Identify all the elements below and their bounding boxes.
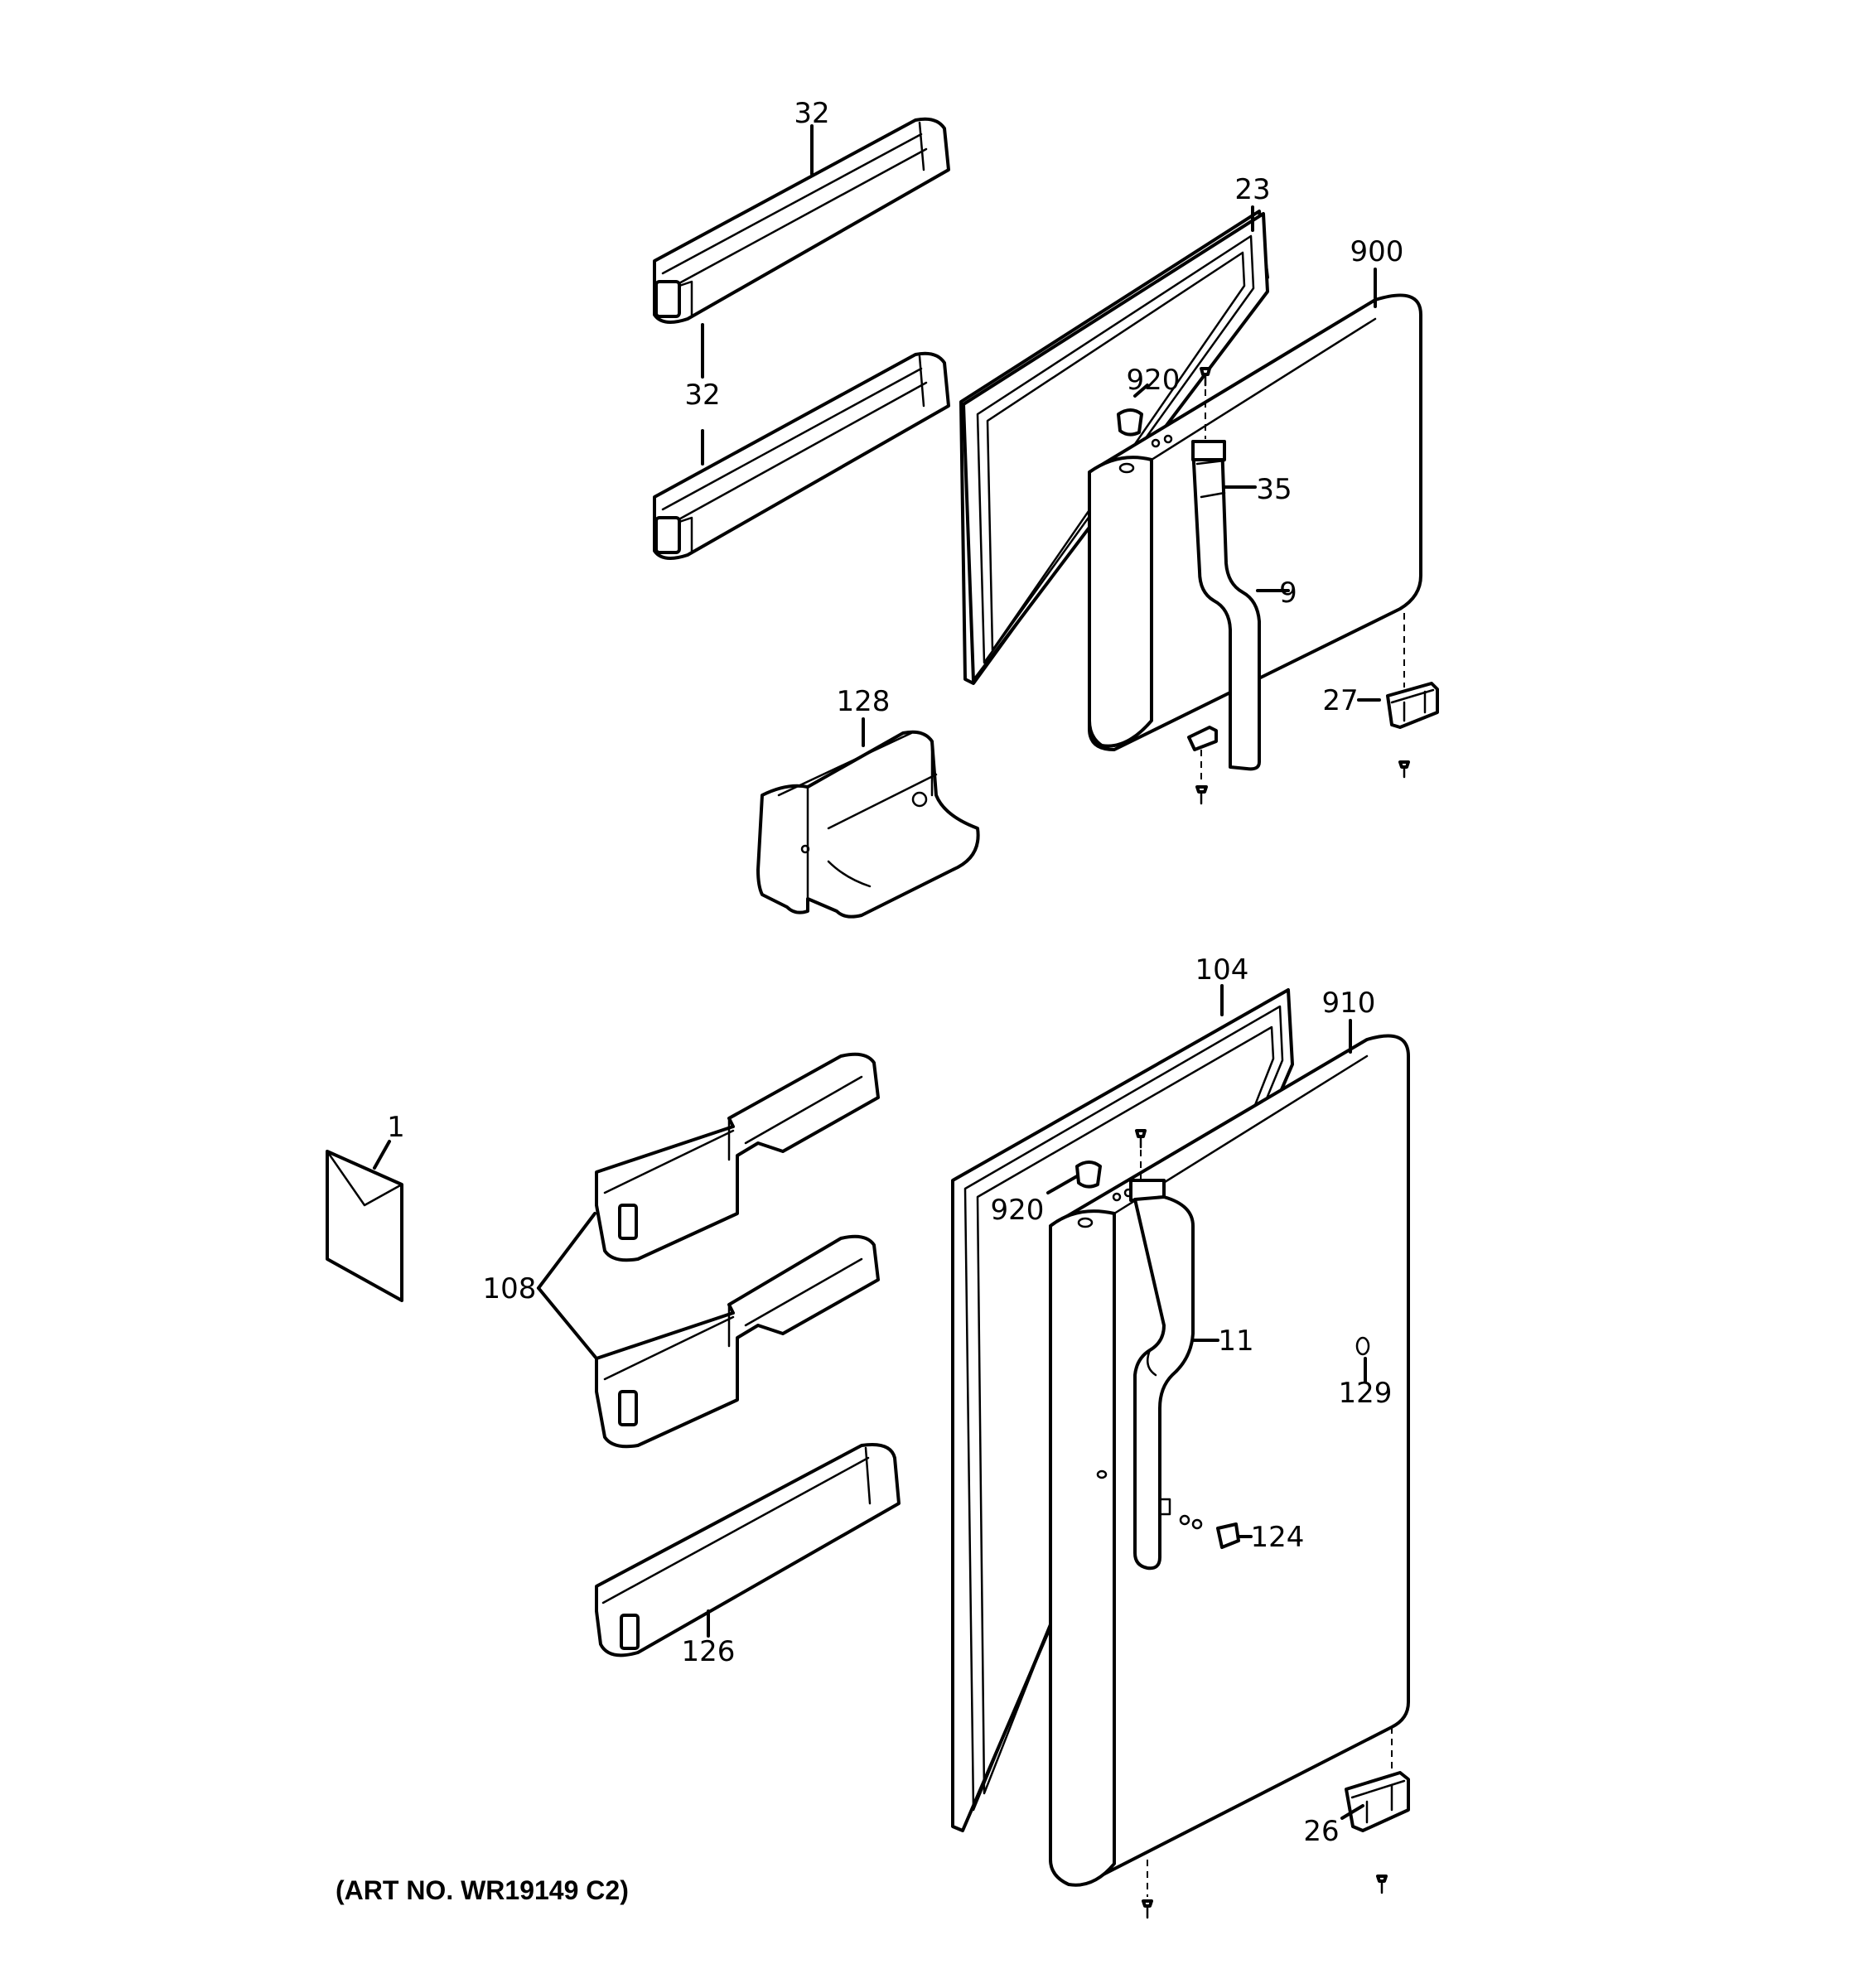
callout-1: 1 bbox=[387, 1111, 405, 1144]
lower-top-screw-icon bbox=[1135, 1129, 1147, 1149]
callout-9: 9 bbox=[1279, 577, 1297, 610]
art-number: (ART NO. WR19149 C2) bbox=[336, 1875, 629, 1905]
upper-door-plug[interactable] bbox=[1117, 408, 1143, 437]
upper-door-panel[interactable] bbox=[1088, 293, 1422, 751]
lower-bottom-screw-icon bbox=[1142, 1860, 1153, 1919]
lower-hinge-bracket[interactable] bbox=[1345, 1727, 1410, 1894]
callout-124: 124 bbox=[1251, 1521, 1305, 1554]
leader-lines bbox=[373, 124, 1381, 1820]
callout-910: 910 bbox=[1322, 987, 1376, 1020]
upper-door-handle[interactable] bbox=[1191, 440, 1261, 771]
upper-door-gasket[interactable] bbox=[959, 210, 1269, 685]
lower-door-bin-bottom[interactable] bbox=[595, 1443, 901, 1657]
lower-door-panel[interactable] bbox=[1049, 1034, 1410, 1887]
lower-door-bin-middle[interactable] bbox=[595, 1234, 880, 1449]
callout-920-lower: 920 bbox=[991, 1194, 1045, 1227]
callout-23: 23 bbox=[1234, 173, 1270, 206]
callout-920-upper: 920 bbox=[1127, 364, 1181, 397]
callout-900: 900 bbox=[1350, 235, 1404, 268]
dairy-compartment[interactable] bbox=[756, 730, 980, 919]
callout-27: 27 bbox=[1322, 684, 1358, 717]
literature-envelope[interactable] bbox=[326, 1150, 403, 1302]
handle-screw-cap[interactable] bbox=[1179, 1514, 1240, 1549]
callout-129: 129 bbox=[1339, 1377, 1393, 1410]
upper-door-bin-top[interactable] bbox=[653, 117, 950, 324]
callout-32-top: 32 bbox=[794, 97, 829, 130]
upper-bottom-hinge-bracket[interactable] bbox=[1187, 726, 1218, 805]
callout-26: 26 bbox=[1303, 1815, 1339, 1848]
callout-35: 35 bbox=[1256, 473, 1292, 506]
lower-door-bin-top[interactable] bbox=[595, 1052, 880, 1262]
callout-128: 128 bbox=[837, 685, 891, 718]
upper-door-bin-bottom[interactable] bbox=[653, 351, 950, 560]
upper-top-screw-icon bbox=[1200, 367, 1211, 387]
callout-104: 104 bbox=[1195, 953, 1249, 987]
callout-108: 108 bbox=[483, 1272, 537, 1305]
callout-32-bottom: 32 bbox=[684, 379, 720, 412]
callout-11: 11 bbox=[1218, 1325, 1253, 1358]
upper-hinge-bracket[interactable] bbox=[1386, 613, 1439, 779]
lower-door-plug[interactable] bbox=[1075, 1160, 1102, 1189]
lower-door-handle[interactable] bbox=[1129, 1179, 1195, 1571]
callout-126: 126 bbox=[682, 1635, 736, 1668]
